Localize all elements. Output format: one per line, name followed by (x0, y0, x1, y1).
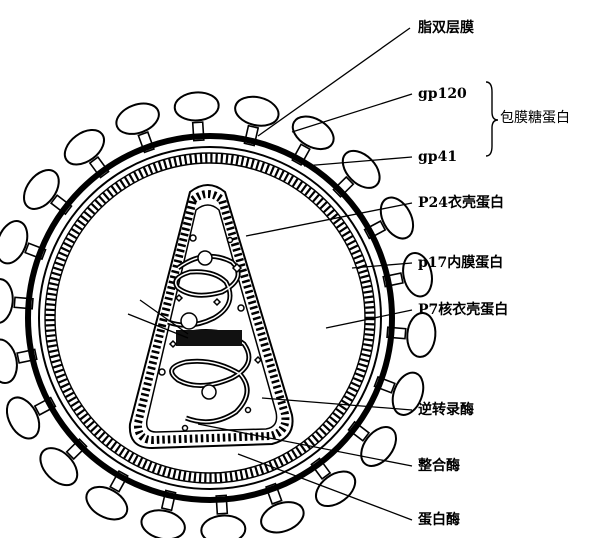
gp120-head (174, 91, 220, 122)
leader-lipid-bilayer (258, 28, 410, 136)
glycoprotein-bracket (486, 82, 498, 156)
gp120-head (0, 217, 33, 268)
label-p7: P7核衣壳蛋白 (418, 302, 508, 318)
rna-coil-upper (168, 256, 238, 325)
label-p24: P24衣壳蛋白 (418, 195, 504, 211)
gp120-head (287, 110, 339, 156)
label-envelope-glycoprotein: 包膜糖蛋白 (500, 110, 570, 126)
gp120-head (406, 312, 437, 358)
label-p17: p17内膜蛋白 (418, 255, 503, 271)
gp120-head (0, 278, 14, 324)
label-protease: 蛋白酶 (418, 512, 460, 528)
leader-protease (238, 454, 412, 520)
gp120-head (139, 506, 188, 538)
label-gp41: gp41 (418, 149, 457, 165)
label-gp120: gp120 (418, 86, 467, 102)
gp120-head (112, 98, 163, 139)
gp120-head (0, 392, 45, 444)
capsid-outline-outer (130, 185, 293, 448)
gp120-head (257, 497, 308, 538)
gp120-head (200, 514, 246, 538)
gp120-head (374, 192, 419, 244)
gp120-head (81, 480, 133, 526)
label-lipid-bilayer: 脂双层膜 (418, 20, 474, 36)
label-integrase: 整合酶 (418, 458, 460, 474)
gp120-head (0, 337, 21, 386)
label-reverse-transcriptase: 逆转录酶 (418, 402, 474, 418)
